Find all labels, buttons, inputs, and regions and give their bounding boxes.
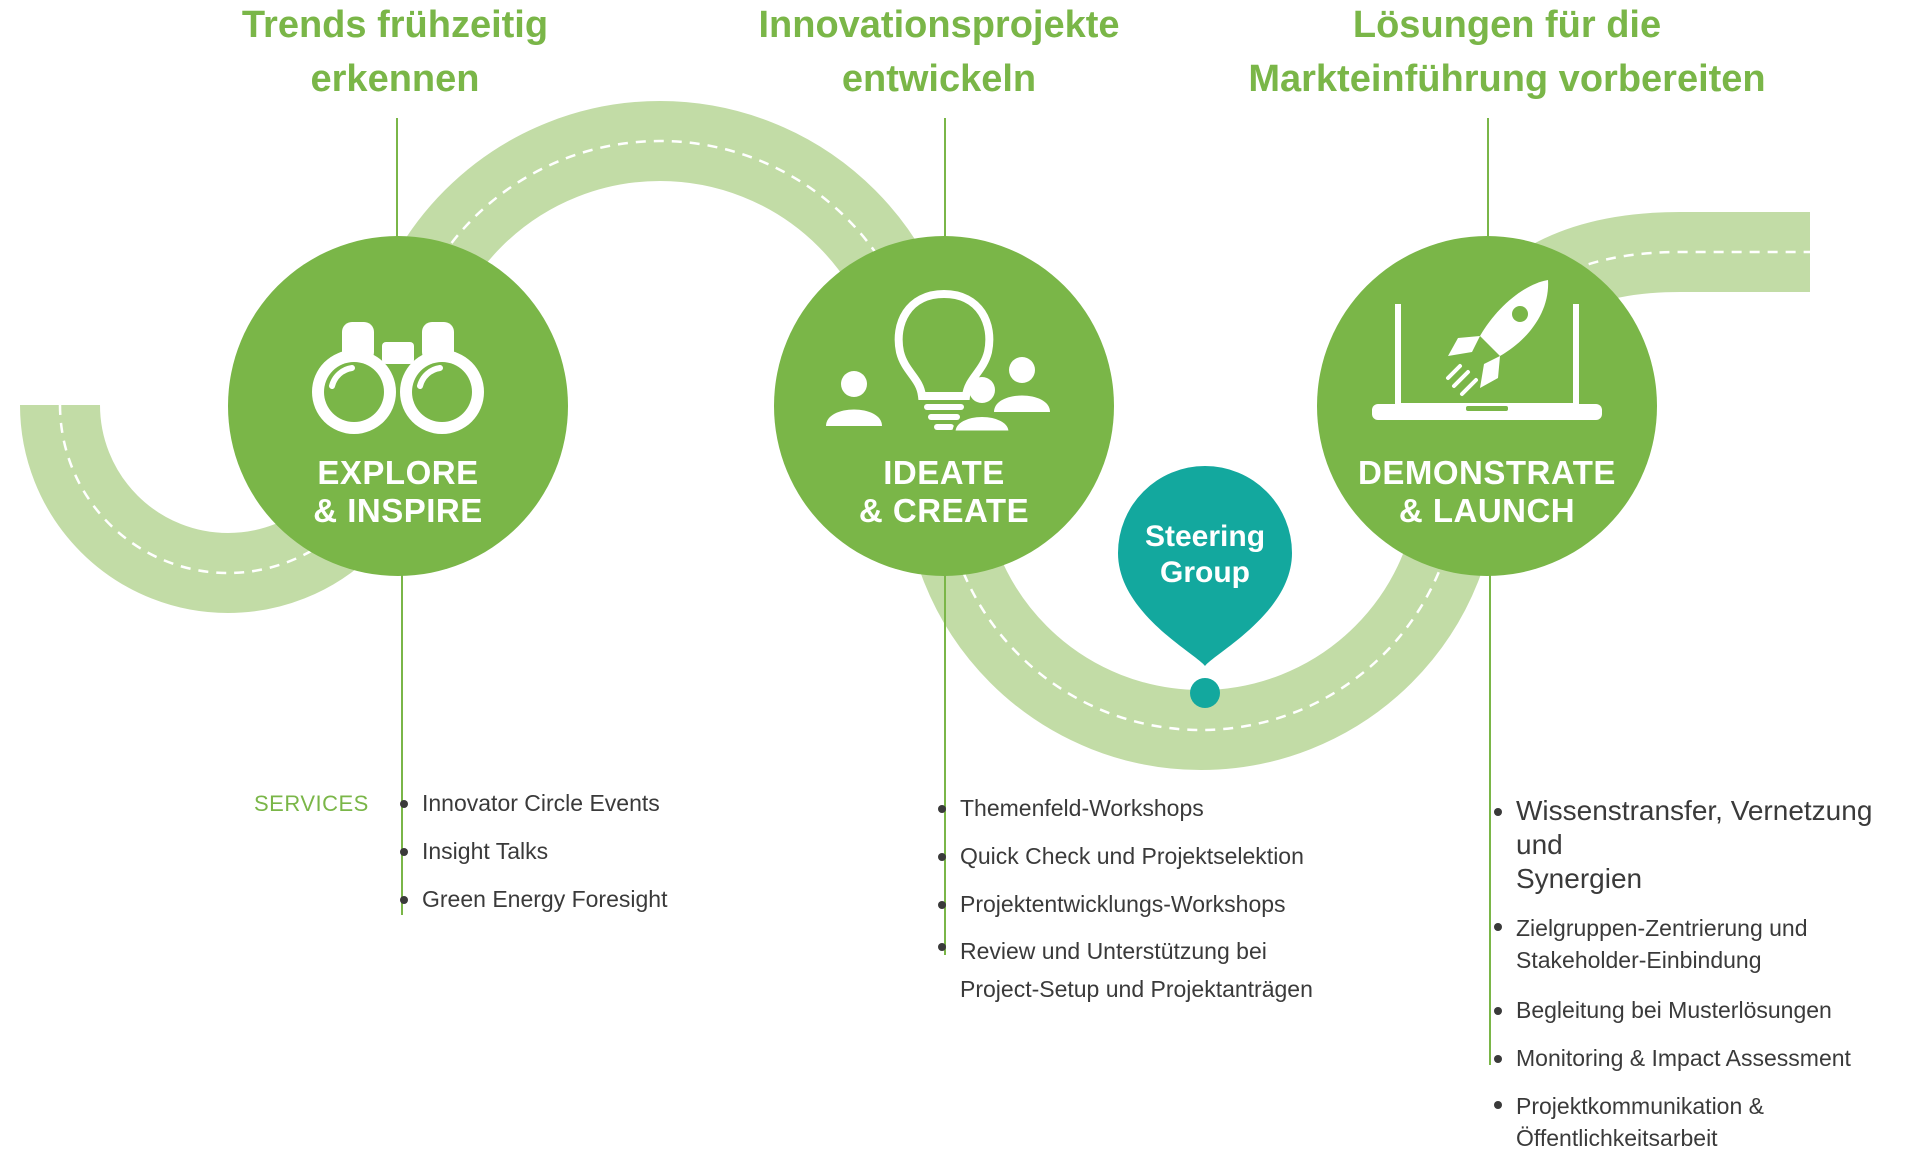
connector-ideate-top xyxy=(944,118,946,240)
connector-explore-top xyxy=(396,118,398,240)
list-item: Projektentwicklungs-Workshops xyxy=(934,890,1313,918)
services-list-demonstrate: Wissenstransfer, Vernetzung und Synergie… xyxy=(1490,794,1916,1154)
list-item: Quick Check und Projektselektion xyxy=(934,842,1313,870)
binoculars-icon xyxy=(312,322,484,434)
phase-title: EXPLORE & INSPIRE xyxy=(313,454,483,529)
lightbulb-people-icon xyxy=(826,289,1050,434)
services-list-ideate: Themenfeld-Workshops Quick Check und Pro… xyxy=(934,794,1313,1008)
list-item: Begleitung bei Musterlösungen xyxy=(1490,996,1916,1024)
heading-demonstrate: Lösungen für die Markteinführung vorbere… xyxy=(1248,4,1766,100)
heading-explore: Trends frühzeitig erkennen xyxy=(241,4,549,100)
laptop-rocket-icon xyxy=(1372,280,1602,420)
connector-demonstrate-bottom xyxy=(1489,575,1491,1065)
steering-group-label: Steering Group xyxy=(1144,520,1266,589)
list-item: Wissenstransfer, Vernetzung und Synergie… xyxy=(1490,794,1916,896)
services-list-explore: Innovator Circle Events Insight Talks Gr… xyxy=(396,789,667,913)
list-item: Monitoring & Impact Assessment xyxy=(1490,1044,1916,1072)
list-item: Review und Unterstützung bei Project-Set… xyxy=(934,932,1313,1008)
connector-explore-bottom xyxy=(401,575,403,915)
connector-demonstrate-top xyxy=(1487,118,1489,240)
list-item: Zielgruppen-Zentrierung und Stakeholder-… xyxy=(1490,912,1916,976)
steering-group-pin: Steering Group xyxy=(1115,463,1295,713)
phase-title: IDEATE & CREATE xyxy=(858,454,1030,529)
phase-title: DEMONSTRATE & LAUNCH xyxy=(1358,454,1616,529)
services-label: SERVICES xyxy=(254,791,369,816)
heading-ideate: Innovationsprojekte entwickeln xyxy=(758,4,1120,100)
map-pin-icon xyxy=(1118,466,1292,708)
list-item: Insight Talks xyxy=(396,837,667,865)
phase-ideate-create: IDEATE & CREATE xyxy=(774,236,1114,576)
list-item: Themenfeld-Workshops xyxy=(934,794,1313,822)
phase-explore-inspire: EXPLORE & INSPIRE xyxy=(228,236,568,576)
list-item: Projektkommunikation & Öffentlichkeitsar… xyxy=(1490,1090,1916,1154)
connector-ideate-bottom xyxy=(944,575,946,955)
phase-demonstrate-launch: DEMONSTRATE & LAUNCH xyxy=(1317,236,1657,576)
list-item: Innovator Circle Events xyxy=(396,789,667,817)
list-item: Green Energy Foresight xyxy=(396,885,667,913)
